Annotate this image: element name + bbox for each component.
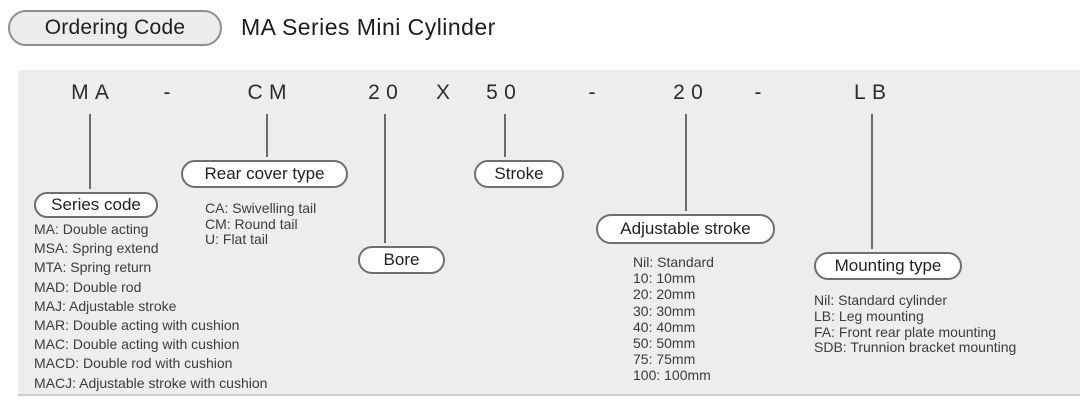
list-item: MAD: Double rod (34, 278, 142, 295)
list-item: 50: 50mm (633, 335, 696, 352)
code-part-bore: 20 (368, 81, 405, 104)
bore-callout: Bore (358, 246, 445, 274)
list-item: 75: 75mm (633, 351, 696, 368)
rear-cover-type-list: CA: Swivelling tail CM: Round tail U: Fl… (205, 200, 317, 248)
bore-label: Bore (383, 250, 420, 269)
list-item: MAJ: Adjustable stroke (34, 297, 177, 314)
mounting-type-list: Nil: Standard cylinder LB: Leg mounting … (814, 292, 1017, 356)
list-item: LB: Leg mounting (814, 307, 924, 324)
list-item: MSA: Spring extend (34, 240, 159, 257)
connector-line-mounting (871, 114, 873, 249)
list-item: U: Flat tail (205, 231, 269, 247)
list-item: 20: 20mm (633, 286, 696, 303)
connector-line-rear-cover (266, 114, 268, 157)
list-item: 100: 100mm (633, 367, 711, 384)
list-item: Nil: Standard (633, 254, 714, 270)
connector-line-series (89, 114, 91, 189)
list-item: CM: Round tail (205, 215, 298, 232)
series-code-callout: Series code (34, 192, 158, 218)
list-item: MAR: Double acting with cushion (34, 317, 240, 334)
list-item: 40: 40mm (633, 318, 696, 335)
mounting-type-callout: Mounting type (814, 252, 962, 280)
series-code-list: MA: Double acting MSA: Spring extend MTA… (34, 220, 267, 393)
stroke-label: Stroke (494, 164, 544, 183)
mounting-type-label: Mounting type (834, 256, 942, 275)
adjustable-stroke-list: Nil: Standard 10: 10mm 20: 20mm 30: 30mm… (633, 254, 714, 384)
list-item: 10: 10mm (633, 270, 696, 287)
ordering-code-badge: Ordering Code (8, 10, 222, 46)
code-separator: - (163, 81, 177, 104)
code-separator-x: X (435, 81, 457, 104)
list-item: Nil: Standard cylinder (814, 292, 948, 308)
connector-line-stroke (504, 114, 506, 157)
list-item: MACJ: Adjustable stroke with cushion (34, 374, 268, 391)
list-item: CA: Swivelling tail (205, 200, 317, 216)
code-part-adjustable: 20 (673, 81, 710, 104)
list-item: MACD: Double rod with cushion (34, 355, 233, 372)
list-item: FA: Front rear plate mounting (814, 323, 997, 340)
rear-cover-type-callout: Rear cover type (181, 160, 348, 188)
code-part-rear-cover: CM (247, 81, 293, 104)
list-item: SDB: Trunnion bracket mounting (814, 339, 1017, 356)
list-item: MA: Double acting (34, 221, 149, 237)
rear-cover-type-label: Rear cover type (204, 164, 325, 183)
list-item: 30: 30mm (633, 302, 696, 319)
adjustable-stroke-callout: Adjustable stroke (596, 214, 775, 244)
code-separator: - (754, 81, 768, 104)
list-item: MTA: Spring return (34, 259, 152, 276)
connector-line-bore (384, 114, 386, 243)
code-part-stroke: 50 (486, 81, 523, 104)
connector-line-adjustable (685, 114, 687, 211)
page-title: MA Series Mini Cylinder (241, 14, 496, 40)
adjustable-stroke-label: Adjustable stroke (620, 219, 751, 238)
ordering-code-panel: MA - CM 20 X 50 - 20 - LB Series code Re… (18, 70, 1080, 396)
stroke-callout: Stroke (474, 160, 564, 188)
series-code-label: Series code (51, 195, 141, 214)
code-part-mounting: LB (854, 81, 893, 104)
code-separator: - (588, 81, 602, 104)
list-item: MAC: Double acting with cushion (34, 336, 240, 353)
code-part-series: MA (71, 81, 116, 104)
ordering-code-badge-label: Ordering Code (44, 16, 186, 39)
